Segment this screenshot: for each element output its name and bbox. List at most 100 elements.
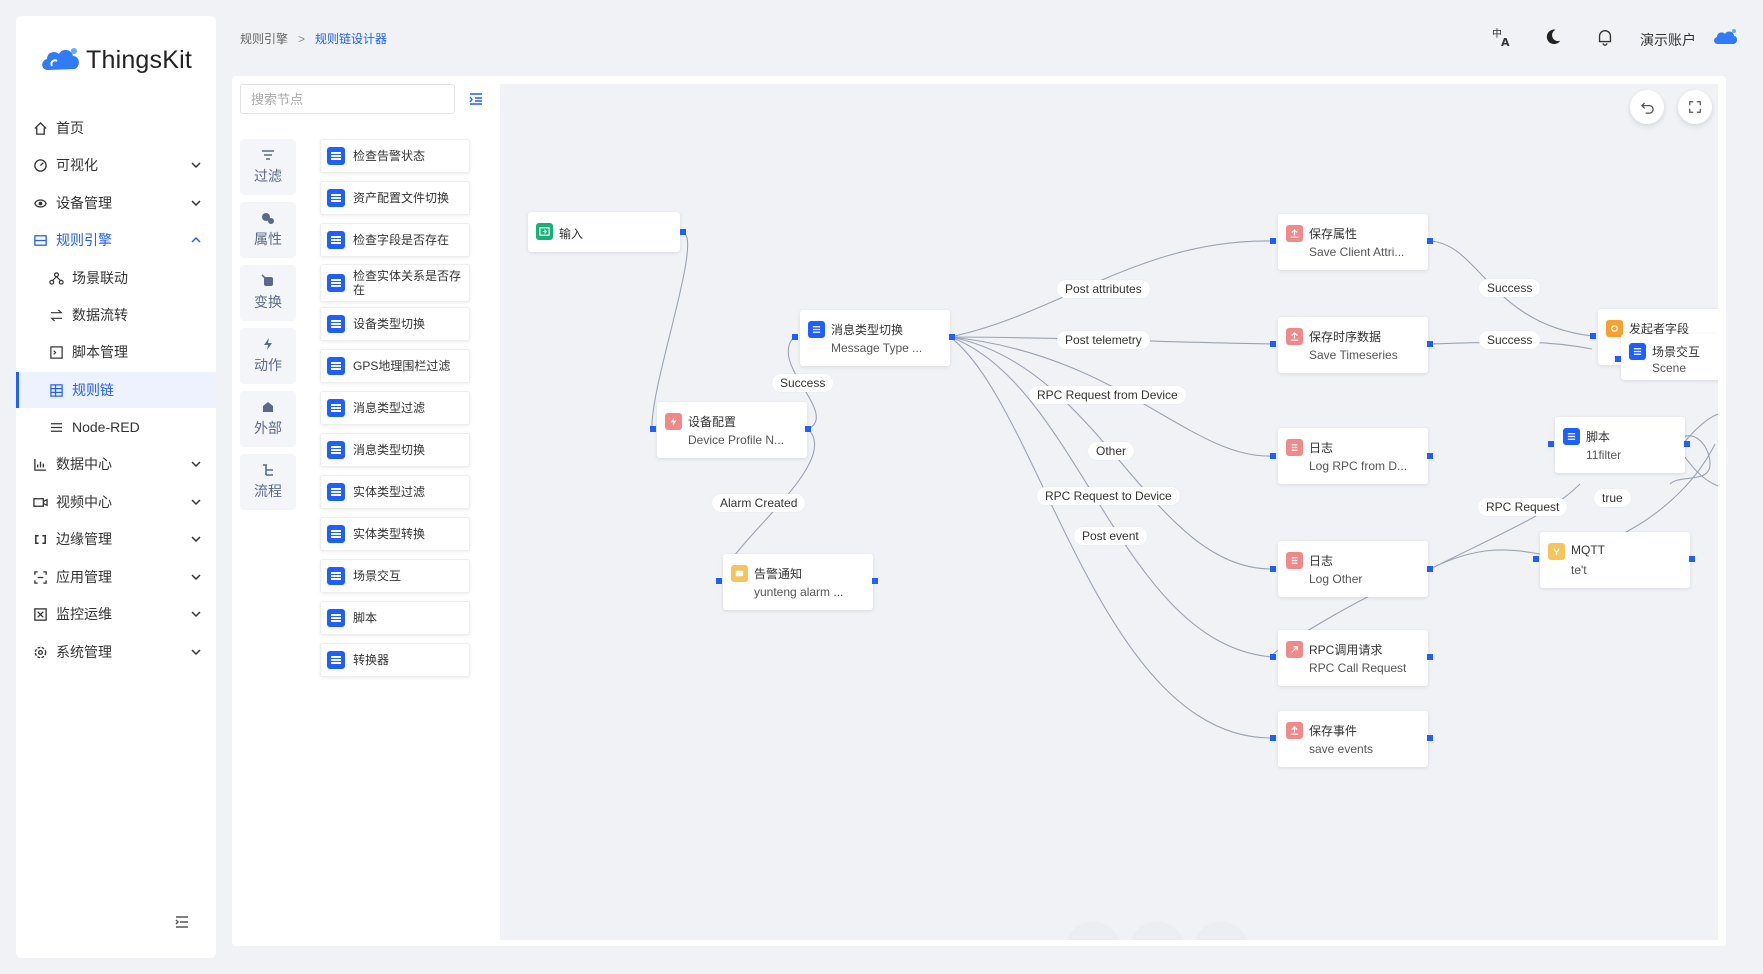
palette-node-script[interactable]: 脚本 (320, 601, 470, 635)
menu-data-center[interactable]: 数据中心 (16, 446, 216, 482)
avatar[interactable] (1712, 26, 1738, 48)
edge-label-rpc-request[interactable]: RPC Request (1478, 498, 1568, 516)
input-port[interactable] (1615, 356, 1621, 362)
node-search-input[interactable] (240, 84, 455, 114)
edge-label-other[interactable]: Other (1088, 442, 1135, 460)
node-script[interactable]: 脚本 11filter (1555, 417, 1685, 473)
menu-rule-chain[interactable]: 规则链 (16, 372, 216, 408)
menu-monitoring[interactable]: 监控运维 (16, 596, 216, 632)
output-port[interactable] (1427, 735, 1433, 741)
palette-node-entity-type-transform[interactable]: 实体类型转换 (320, 517, 470, 551)
undo-button[interactable] (1630, 90, 1664, 124)
output-port[interactable] (1427, 238, 1433, 244)
input-port[interactable] (650, 426, 656, 432)
menu-script-management[interactable]: 脚本管理 (16, 334, 216, 370)
input-port[interactable] (1533, 556, 1539, 562)
output-port[interactable] (1427, 566, 1433, 572)
apply-button[interactable] (1133, 923, 1181, 940)
menu-home[interactable]: 首页 (16, 110, 216, 146)
menu-edge-management[interactable]: 边缘管理 (16, 521, 216, 557)
input-port[interactable] (1270, 238, 1276, 244)
palette-node-converter[interactable]: 转换器 (320, 643, 470, 677)
menu-data-flow[interactable]: 数据流转 (16, 297, 216, 333)
dark-mode-icon[interactable] (1542, 26, 1564, 48)
delete-button[interactable] (1069, 923, 1117, 940)
edge-label-success[interactable]: Success (1479, 279, 1541, 297)
category-attribute[interactable]: 属性 (240, 202, 296, 258)
input-port[interactable] (1270, 453, 1276, 459)
menu-device-management[interactable]: 设备管理 (16, 185, 216, 221)
output-port[interactable] (1427, 654, 1433, 660)
rule-chain-canvas[interactable]: 输入 设备配置 Device Profile N... 告警通知 yunteng… (500, 84, 1718, 940)
edge-label-alarm-created[interactable]: Alarm Created (712, 494, 806, 512)
node-save-events[interactable]: 保存事件 save events (1278, 711, 1428, 767)
node-save-timeseries[interactable]: 保存时序数据 Save Timeseries (1278, 317, 1428, 373)
input-port[interactable] (1590, 333, 1596, 339)
node-save-attributes[interactable]: 保存属性 Save Client Attri... (1278, 214, 1428, 270)
edge-label-rpc-from-device[interactable]: RPC Request from Device (1029, 386, 1186, 404)
output-port[interactable] (1427, 341, 1433, 347)
menu-app-management[interactable]: 应用管理 (16, 559, 216, 595)
cancel-button[interactable] (1197, 923, 1245, 940)
user-name[interactable]: 演示账户 (1640, 32, 1696, 48)
palette-node-message-type-switch[interactable]: 消息类型切换 (320, 433, 470, 467)
output-port[interactable] (1684, 441, 1690, 447)
node-scene[interactable]: 场景交互 Scene (1621, 334, 1718, 380)
node-input[interactable]: 输入 (528, 212, 680, 252)
list-indent-icon[interactable] (468, 91, 484, 107)
edge-label-post-telemetry[interactable]: Post telemetry (1057, 331, 1150, 349)
output-port[interactable] (805, 426, 811, 432)
input-port[interactable] (1270, 735, 1276, 741)
output-port[interactable] (1689, 556, 1695, 562)
palette-node-check-field-exists[interactable]: 检查字段是否存在 (320, 223, 470, 257)
collapse-menu-icon[interactable] (174, 914, 190, 930)
menu-rule-engine[interactable]: 规则引擎 (16, 222, 216, 258)
output-port[interactable] (680, 229, 686, 235)
fullscreen-button[interactable] (1678, 90, 1712, 124)
menu-video-center[interactable]: 视频中心 (16, 484, 216, 520)
palette-node-scene-interaction[interactable]: 场景交互 (320, 559, 470, 593)
palette-node-check-alarm-status[interactable]: 检查告警状态 (320, 139, 470, 173)
category-transform[interactable]: 变换 (240, 265, 296, 321)
menu-visualization[interactable]: 可视化 (16, 147, 216, 183)
menu-node-red[interactable]: Node-RED (16, 409, 216, 445)
input-port[interactable] (1270, 654, 1276, 660)
node-device-profile[interactable]: 设备配置 Device Profile N... (657, 402, 807, 458)
palette-node-message-type-filter[interactable]: 消息类型过滤 (320, 391, 470, 425)
category-action[interactable]: 动作 (240, 328, 296, 384)
palette-node-check-relation-exists[interactable]: 检查实体关系是否存在 (320, 264, 470, 302)
edge-label-success[interactable]: Success (1479, 331, 1541, 349)
node-subtitle: Scene (1652, 361, 1687, 375)
node-mqtt[interactable]: MQTT te't (1540, 532, 1690, 588)
category-external[interactable]: 外部 (240, 391, 296, 447)
menu-system-management[interactable]: 系统管理 (16, 634, 216, 670)
input-port[interactable] (1548, 441, 1554, 447)
input-port[interactable] (1270, 566, 1276, 572)
category-filter[interactable]: 过滤 (240, 139, 296, 195)
output-port[interactable] (1427, 453, 1433, 459)
edge-label-success[interactable]: Success (772, 374, 834, 392)
node-log-rpc[interactable]: 日志 Log RPC from D... (1278, 428, 1428, 484)
edge-label-true[interactable]: true (1594, 489, 1631, 507)
node-log-other[interactable]: 日志 Log Other (1278, 541, 1428, 597)
edge-label-post-attributes[interactable]: Post attributes (1057, 280, 1150, 298)
node-alarm[interactable]: 告警通知 yunteng alarm ... (723, 554, 873, 610)
input-port[interactable] (716, 578, 722, 584)
node-message-type-switch[interactable]: 消息类型切换 Message Type ... (800, 310, 950, 366)
menu-scene-linkage[interactable]: 场景联动 (16, 260, 216, 296)
output-port[interactable] (872, 578, 878, 584)
palette-node-entity-type-filter[interactable]: 实体类型过滤 (320, 475, 470, 509)
category-flow[interactable]: 流程 (240, 454, 296, 510)
breadcrumb-item[interactable]: 规则引擎 (240, 32, 289, 46)
input-port[interactable] (792, 334, 798, 340)
output-port[interactable] (949, 334, 955, 340)
bell-icon[interactable] (1594, 26, 1616, 48)
palette-node-device-type-switch[interactable]: 设备类型切换 (320, 307, 470, 341)
edge-label-rpc-to-device[interactable]: RPC Request to Device (1037, 487, 1180, 505)
palette-node-gps-geofence[interactable]: GPS地理围栏过滤 (320, 349, 470, 383)
edge-label-post-event[interactable]: Post event (1074, 527, 1147, 545)
input-port[interactable] (1270, 341, 1276, 347)
palette-node-asset-profile-switch[interactable]: 资产配置文件切换 (320, 181, 470, 215)
node-rpc-call[interactable]: RPC调用请求 RPC Call Request (1278, 630, 1428, 686)
